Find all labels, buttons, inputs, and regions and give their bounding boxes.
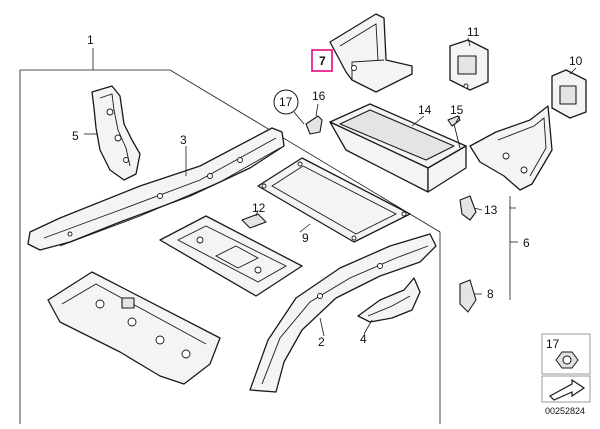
callout-4: 4 <box>360 332 367 346</box>
part-11-bracket[interactable] <box>449 39 489 91</box>
callout-9: 9 <box>302 231 309 245</box>
floor-pan[interactable] <box>159 215 303 297</box>
callout-7-highlight-box[interactable] <box>311 49 333 72</box>
part-15-bolt[interactable] <box>447 115 461 149</box>
part-5-bracket[interactable] <box>91 85 141 181</box>
part-10-bracket[interactable] <box>551 69 587 119</box>
part-7-box[interactable] <box>329 13 413 93</box>
callout-16: 16 <box>312 89 326 103</box>
diagram-code: 00252824 <box>545 406 585 416</box>
callout-17: 17 <box>279 95 293 109</box>
direction-arrow-icon <box>549 378 586 401</box>
callout-7: 7 <box>319 54 326 68</box>
callout-6: 6 <box>523 236 530 250</box>
part-6-side-bracket[interactable] <box>469 105 553 191</box>
legend-part-number: 17 <box>546 337 560 351</box>
leader-lines <box>84 37 577 337</box>
callout-11: 11 <box>467 25 480 39</box>
part-13-clip[interactable] <box>459 195 477 221</box>
part-8-clip[interactable] <box>459 279 477 313</box>
callout-8: 8 <box>487 287 494 301</box>
part-3-rail[interactable] <box>27 127 285 251</box>
callout-17-circle[interactable]: 17 <box>273 89 305 125</box>
callout-labels: 1 2 3 4 5 6 7 8 9 10 11 12 13 14 15 16 <box>72 25 583 349</box>
part-16-bracket[interactable] <box>305 103 323 135</box>
callout-5: 5 <box>72 129 79 143</box>
assembly-1-outline <box>19 48 441 424</box>
callout-2: 2 <box>318 335 325 349</box>
part-12-clip[interactable] <box>241 209 267 229</box>
part-2-curved-panel[interactable] <box>249 233 437 393</box>
callout-15: 15 <box>450 103 464 117</box>
callout-12: 12 <box>252 201 266 215</box>
hex-nut-icon <box>555 351 579 369</box>
rear-cross-member[interactable] <box>47 271 221 385</box>
callout-13: 13 <box>484 203 498 217</box>
part-4-bracket[interactable] <box>357 277 421 323</box>
part-9-frame[interactable] <box>257 157 411 243</box>
callout-14: 14 <box>418 103 432 117</box>
callout-3: 3 <box>180 133 187 147</box>
legend-part-17[interactable]: 17 <box>541 333 591 375</box>
callout-10: 10 <box>569 54 583 68</box>
part-14-tray[interactable] <box>329 103 467 193</box>
legend-arrow-box <box>541 375 591 403</box>
callout-1: 1 <box>87 33 94 47</box>
